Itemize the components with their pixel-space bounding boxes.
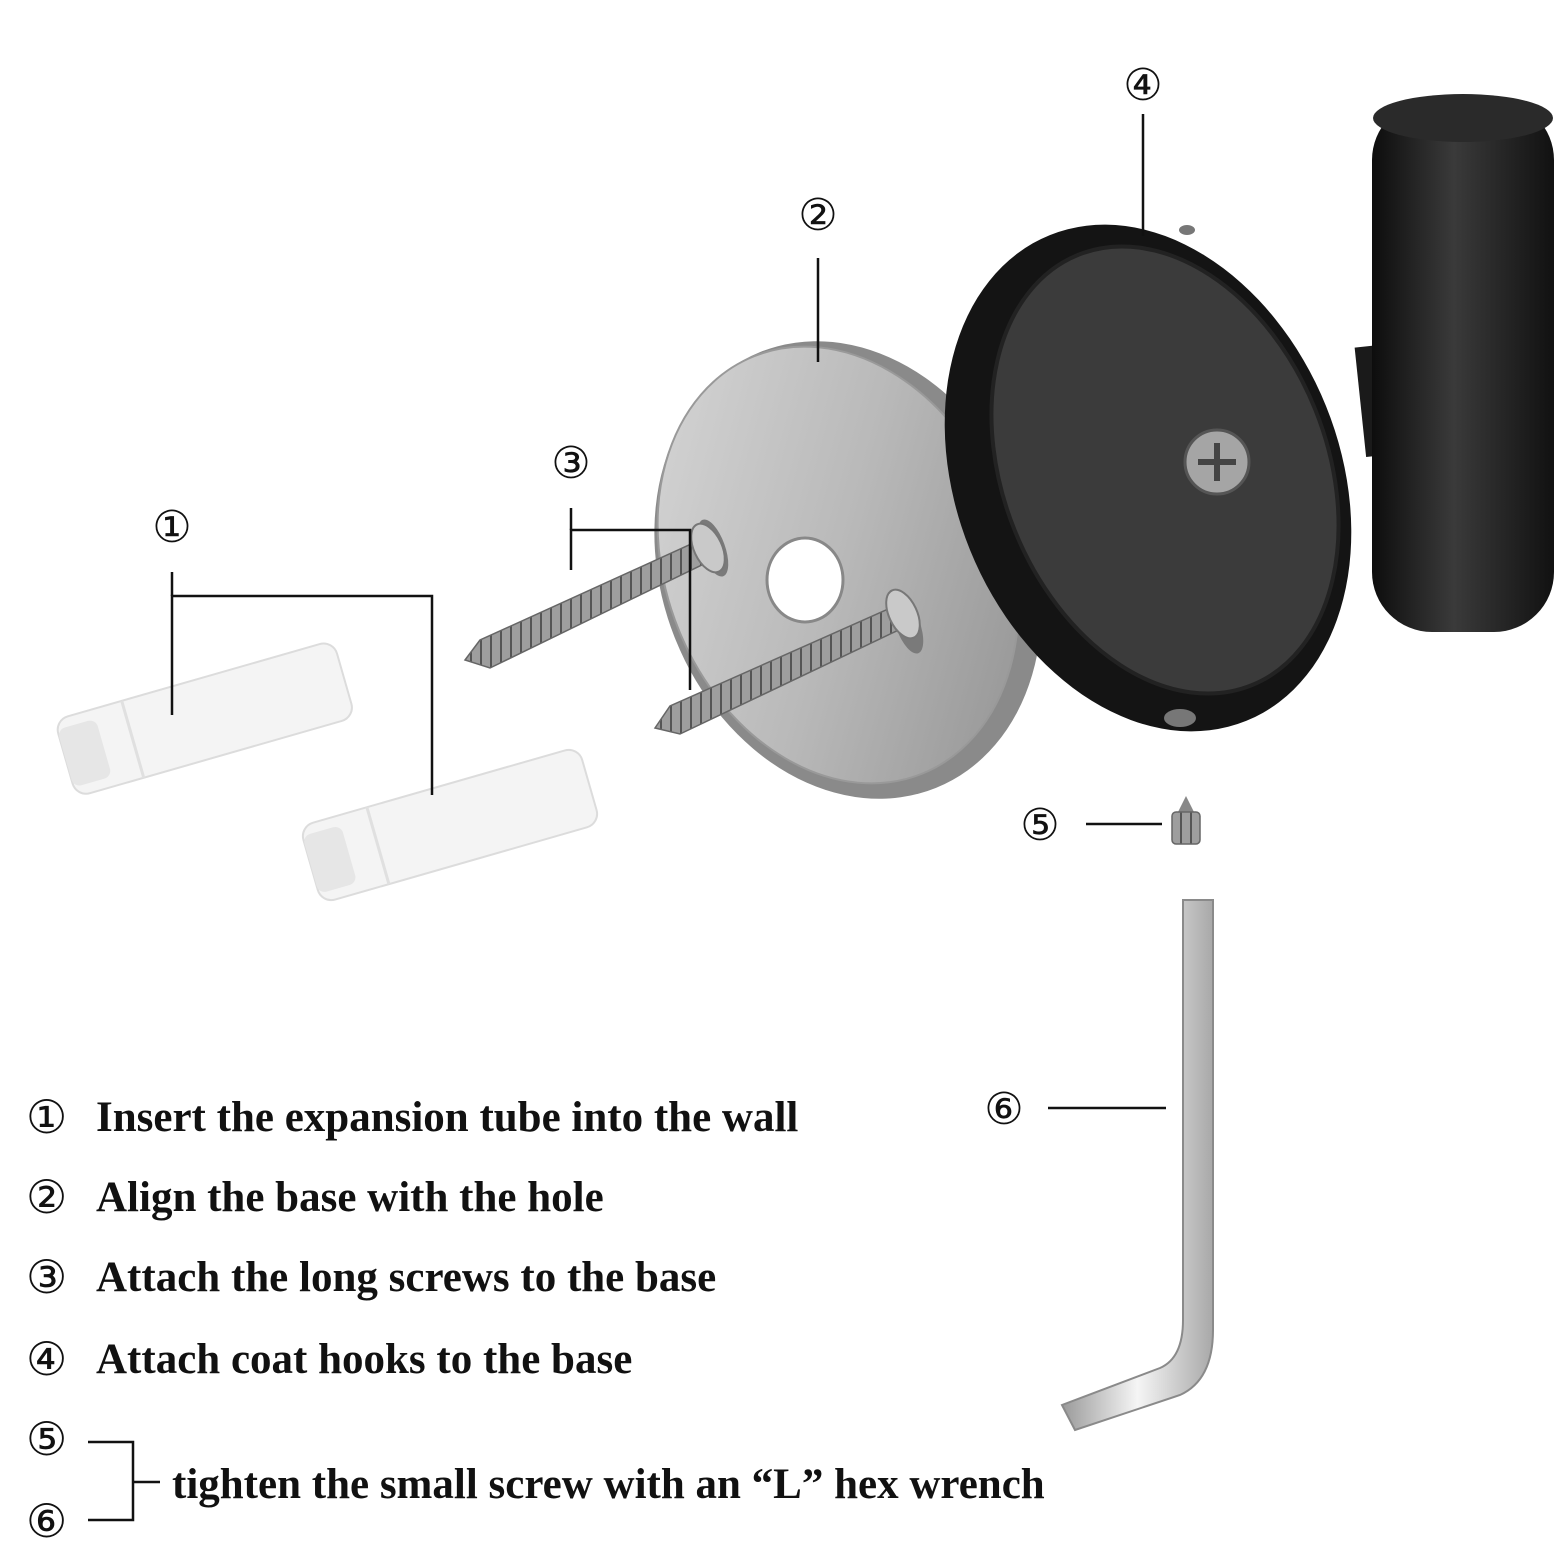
callout-6-label: ⑥ xyxy=(984,1084,1023,1135)
long-screws xyxy=(463,522,921,735)
callout-3-label: ③ xyxy=(551,438,590,489)
callout-1-label: ① xyxy=(152,502,191,553)
step-4-text: Attach coat hooks to the base xyxy=(96,1335,633,1383)
step-4-number: ④ xyxy=(26,1332,68,1386)
phillips-screw-icon xyxy=(1183,428,1251,496)
step-2-text: Align the base with the hole xyxy=(96,1173,604,1221)
small-set-screw xyxy=(1171,796,1201,845)
callout-3-leader xyxy=(569,508,692,690)
black-coat-hook xyxy=(944,94,1554,732)
l-hex-wrench xyxy=(1060,899,1214,1432)
step-5-number: ⑤ xyxy=(26,1412,68,1466)
anchor-tube-2 xyxy=(301,748,599,902)
step-6-number: ⑥ xyxy=(26,1494,68,1548)
step-3-text: Attach the long screws to the base xyxy=(96,1253,717,1301)
step-3: ③ Attach the long screws to the base xyxy=(26,1250,716,1304)
base-center-hole xyxy=(765,536,845,624)
callout-4-label: ④ xyxy=(1123,60,1162,111)
steps-5-6-bracket xyxy=(88,1440,160,1522)
step-1-text: Insert the expansion tube into the wall xyxy=(96,1093,799,1141)
long-screw-1 xyxy=(463,522,726,669)
expansion-tube-anchors xyxy=(56,642,599,902)
callout-5-label: ⑤ xyxy=(1020,800,1059,851)
step-4: ④ Attach coat hooks to the base xyxy=(26,1332,632,1386)
callout-2-label: ② xyxy=(798,190,837,241)
step-1-number: ① xyxy=(26,1090,68,1144)
step-5-6-text: tighten the small screw with an “L” hex … xyxy=(172,1461,1045,1508)
hook-post xyxy=(1372,100,1554,632)
step-1: ① Insert the expansion tube into the wal… xyxy=(26,1090,798,1144)
callout-1-leader xyxy=(170,572,434,795)
anchor-tube-1 xyxy=(56,642,353,795)
long-screw-2 xyxy=(653,588,921,735)
step-2: ② Align the base with the hole xyxy=(26,1170,604,1224)
step-3-number: ③ xyxy=(26,1250,68,1304)
step-2-number: ② xyxy=(26,1170,68,1224)
